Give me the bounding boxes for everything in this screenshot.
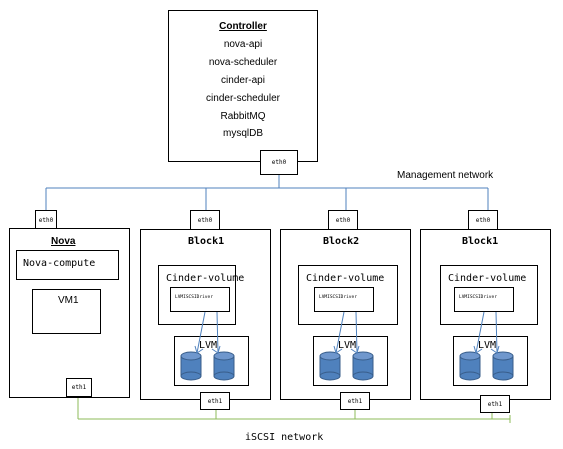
block-eth1-port: eth1 xyxy=(480,395,510,413)
service-cinder-api: cinder-api xyxy=(221,75,265,86)
lvm-iscsi-driver-box xyxy=(314,287,374,312)
block-eth1-port: eth1 xyxy=(200,392,230,410)
lvm-iscsi-driver-box xyxy=(170,287,230,312)
block-title: Block1 xyxy=(462,236,499,247)
nova-compute-box xyxy=(16,250,119,280)
controller-box xyxy=(168,10,318,162)
block-title: Block2 xyxy=(323,236,360,247)
controller-title: Controller xyxy=(219,21,267,32)
controller-eth0-port: eth0 xyxy=(260,150,298,175)
service-nova-api: nova-api xyxy=(223,39,263,50)
service-mysqldb: mysqlDB xyxy=(222,128,263,139)
lvm-label: LVM xyxy=(199,340,218,351)
service-cinder-scheduler: cinder-scheduler xyxy=(206,93,280,104)
nova-eth1-port: eth1 xyxy=(66,378,92,397)
vm1-box xyxy=(32,289,101,334)
cinder-volume-label: Cinder-volume xyxy=(306,273,385,284)
vm1-label: VM1 xyxy=(58,295,79,306)
nova-eth0-port: eth0 xyxy=(35,210,57,230)
iscsi-network-lines xyxy=(77,397,511,423)
block-eth0-port: eth0 xyxy=(328,210,358,230)
management-network-label: Management network xyxy=(397,170,494,181)
lvm-iscsi-driver-label: LVMISCSIDriver xyxy=(319,295,357,300)
nova-title: Nova xyxy=(51,236,76,247)
management-network-lines xyxy=(45,175,489,210)
lvm-iscsi-driver-label: LVMISCSIDriver xyxy=(459,295,497,300)
lvm-iscsi-driver-box xyxy=(454,287,514,312)
cinder-volume-label: Cinder-volume xyxy=(166,273,245,284)
block-eth0-port: eth0 xyxy=(468,210,498,230)
block-title: Block1 xyxy=(188,236,225,247)
cinder-volume-label: Cinder-volume xyxy=(448,273,527,284)
nova-compute-label: Nova-compute xyxy=(23,258,96,269)
iscsi-network-label: iSCSI network xyxy=(245,432,324,443)
service-rabbitmq: RabbitMQ xyxy=(220,111,266,122)
service-nova-scheduler: nova-scheduler xyxy=(208,57,278,68)
lvm-label: LVM xyxy=(478,340,497,351)
lvm-label: LVM xyxy=(338,340,357,351)
block-eth0-port: eth0 xyxy=(190,210,220,230)
lvm-iscsi-driver-label: LVMISCSIDriver xyxy=(175,295,213,300)
block-eth1-port: eth1 xyxy=(340,392,370,410)
